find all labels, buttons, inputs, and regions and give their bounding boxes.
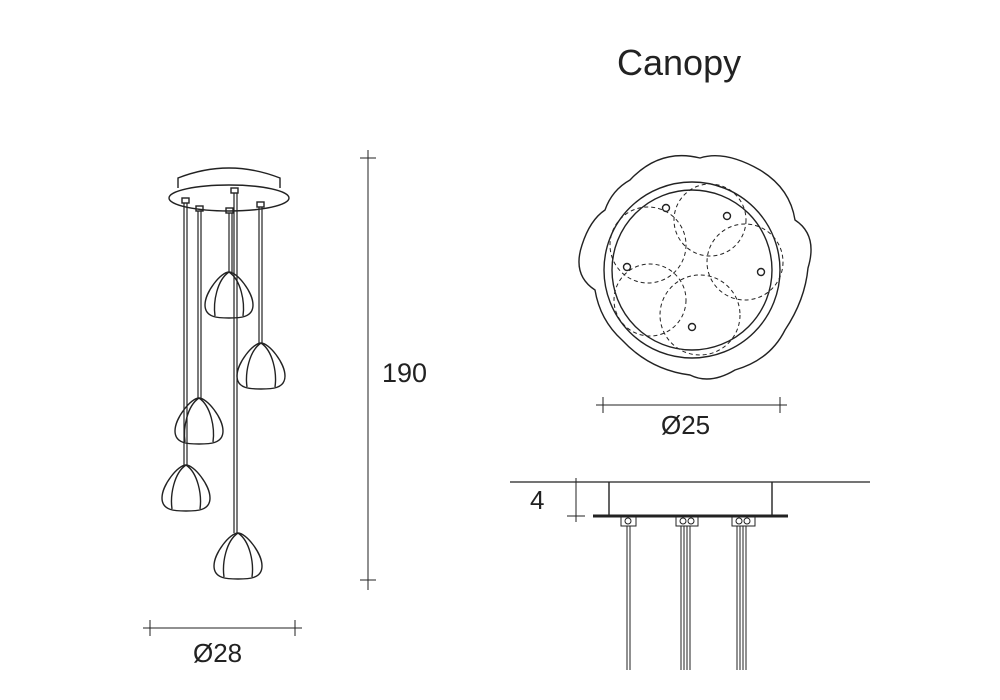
canopy-diameter-label: Ø25 — [661, 410, 711, 440]
height-dimension-line — [360, 150, 376, 590]
canopy-height-label: 4 — [530, 485, 545, 515]
fixture-diameter-dimension-line — [143, 620, 302, 636]
pendant-shade — [174, 397, 224, 445]
fixture-diameter-label: Ø28 — [193, 638, 243, 668]
canopy-top-view — [578, 154, 812, 380]
pendant-canopy — [168, 167, 290, 214]
canopy-side-view — [510, 478, 870, 670]
canopy-diameter-dimension-line — [596, 397, 787, 413]
pendant-shade — [236, 342, 286, 390]
pendant-shade — [213, 532, 263, 580]
pendant-shade — [204, 271, 254, 319]
height-label: 190 — [382, 358, 428, 388]
pendant-shade — [161, 464, 211, 512]
cables — [183, 193, 263, 533]
canopy-title: Canopy — [617, 42, 742, 83]
pendant-shades — [161, 271, 286, 580]
